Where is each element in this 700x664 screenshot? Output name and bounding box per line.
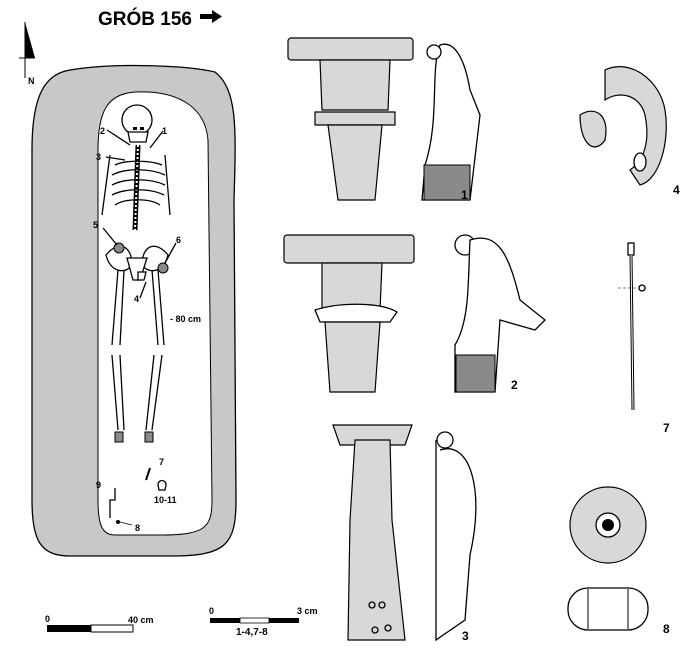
pin-7 bbox=[618, 242, 648, 411]
grave-label-5: 5 bbox=[93, 220, 98, 230]
north-arrow-icon bbox=[19, 22, 35, 78]
artifact-label-8: 8 bbox=[663, 622, 670, 636]
find-8 bbox=[116, 520, 120, 524]
fibula-3 bbox=[332, 424, 477, 642]
scale-bar-grave bbox=[47, 624, 134, 633]
grave-label-6: 6 bbox=[176, 235, 181, 245]
find-10-11 bbox=[157, 479, 167, 491]
north-label: N bbox=[28, 76, 35, 86]
plate-title: GRÓB 156 bbox=[98, 8, 192, 30]
grave-label-4: 4 bbox=[134, 294, 139, 304]
artifact-label-1: 1 bbox=[461, 188, 468, 202]
scale-finds-caption: 1-4,7-8 bbox=[236, 627, 268, 638]
scale-finds-start: 0 bbox=[209, 606, 214, 616]
skeleton bbox=[101, 104, 171, 443]
scale-grave-start: 0 bbox=[45, 614, 50, 624]
grave-label-1: 1 bbox=[162, 126, 167, 136]
grave-label-8: 8 bbox=[135, 523, 140, 533]
scale-grave-end: 40 cm bbox=[128, 615, 154, 625]
grave-label-9: 9 bbox=[96, 480, 101, 490]
spindle-whorl-8 bbox=[567, 486, 649, 631]
depth-label: - 80 cm bbox=[170, 314, 201, 324]
grave-label-2: 2 bbox=[100, 126, 105, 136]
artifact-label-4: 4 bbox=[673, 183, 680, 197]
grave-label-10-11: 10-11 bbox=[154, 495, 177, 505]
grave-label-7: 7 bbox=[159, 457, 164, 467]
artifact-label-7: 7 bbox=[663, 421, 670, 435]
artifact-label-3: 3 bbox=[462, 629, 469, 643]
fragment-4 bbox=[579, 66, 667, 186]
scale-bar-finds bbox=[210, 617, 299, 624]
fibula-1 bbox=[287, 37, 481, 201]
scale-finds-end: 3 cm bbox=[297, 606, 318, 616]
grave-label-3: 3 bbox=[96, 152, 101, 162]
fibula-2 bbox=[283, 234, 546, 393]
find-7 bbox=[145, 467, 151, 481]
artifact-label-2: 2 bbox=[511, 378, 518, 392]
direction-arrow-icon bbox=[200, 10, 222, 23]
find-9 bbox=[109, 488, 116, 518]
